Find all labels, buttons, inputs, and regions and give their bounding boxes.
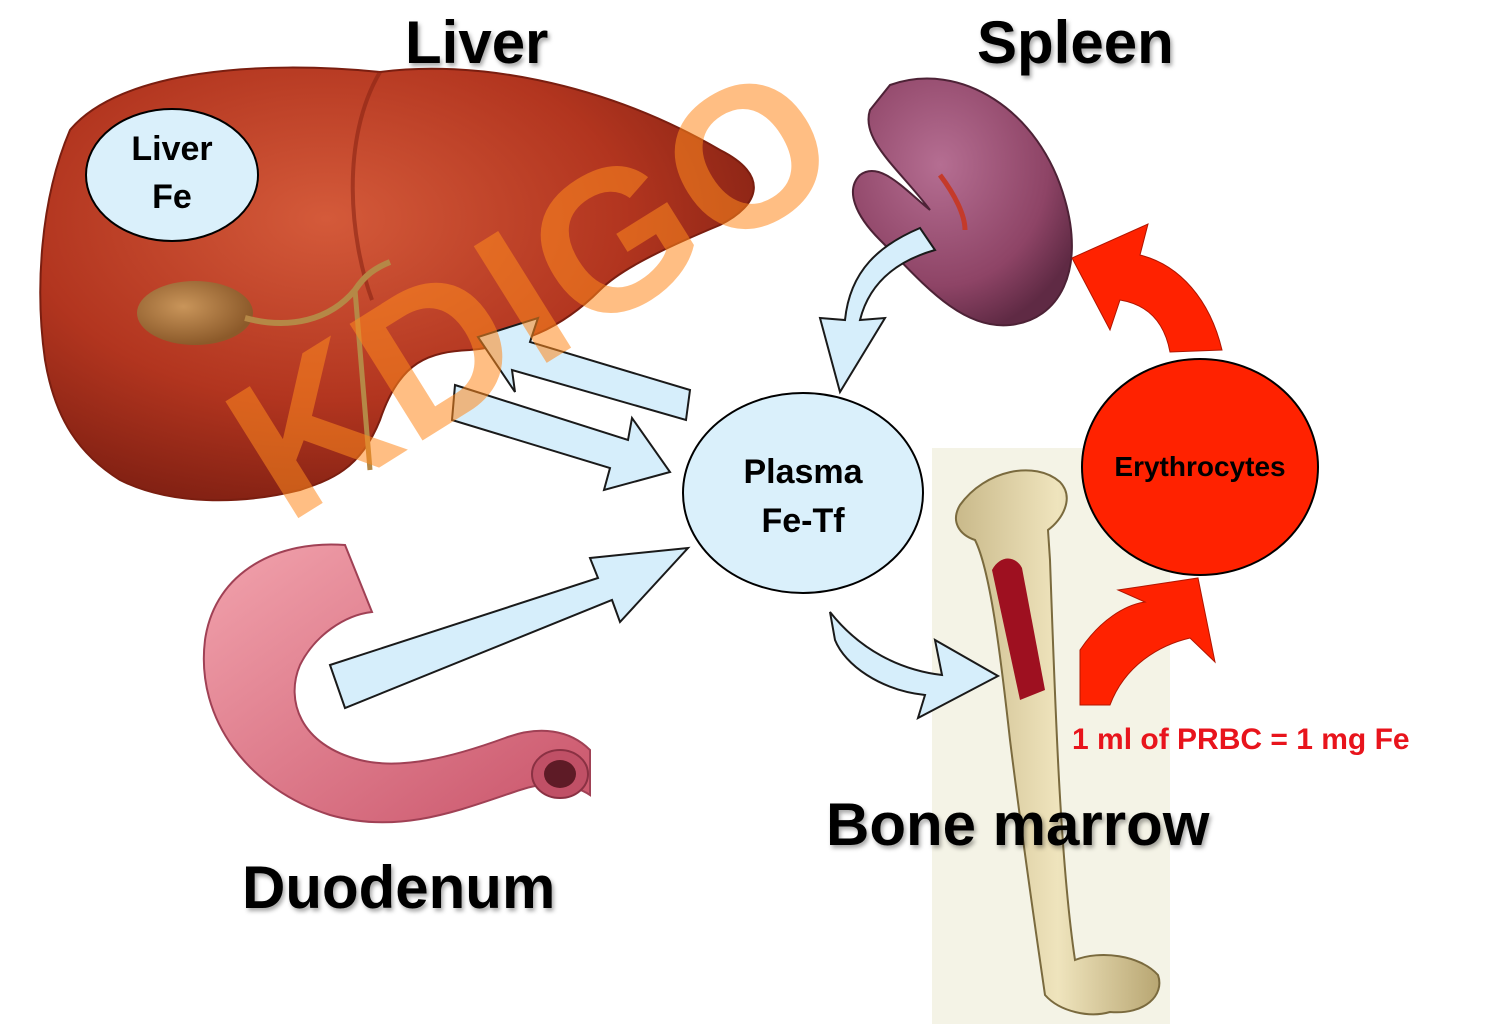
erythrocytes-pool: Erythrocytes bbox=[1082, 359, 1318, 575]
plasma-label-line1: Plasma bbox=[743, 453, 863, 491]
duodenum-to-plasma-arrow bbox=[330, 548, 688, 708]
plasma-fe-tf-pool: Plasma Fe-Tf bbox=[683, 393, 923, 593]
spleen-to-plasma-arrow bbox=[820, 228, 935, 392]
liver-fe-label-line2: Fe bbox=[152, 178, 192, 216]
liver-fe-label-line1: Liver bbox=[131, 130, 212, 168]
erythrocyte-to-spleen-arrow bbox=[1072, 224, 1222, 352]
prbc-iron-note: 1 ml of PRBC = 1 mg Fe bbox=[1072, 723, 1410, 757]
duodenum-title: Duodenum bbox=[242, 853, 555, 922]
erythrocytes-label: Erythrocytes bbox=[1114, 451, 1285, 482]
spleen-title: Spleen bbox=[977, 8, 1174, 77]
liver-fe-pool: Liver Fe bbox=[86, 109, 258, 241]
bone-marrow-title: Bone marrow bbox=[826, 790, 1209, 859]
spleen-illustration bbox=[853, 79, 1072, 326]
liver-title: Liver bbox=[405, 8, 548, 77]
plasma-label-line2: Fe-Tf bbox=[761, 502, 845, 540]
